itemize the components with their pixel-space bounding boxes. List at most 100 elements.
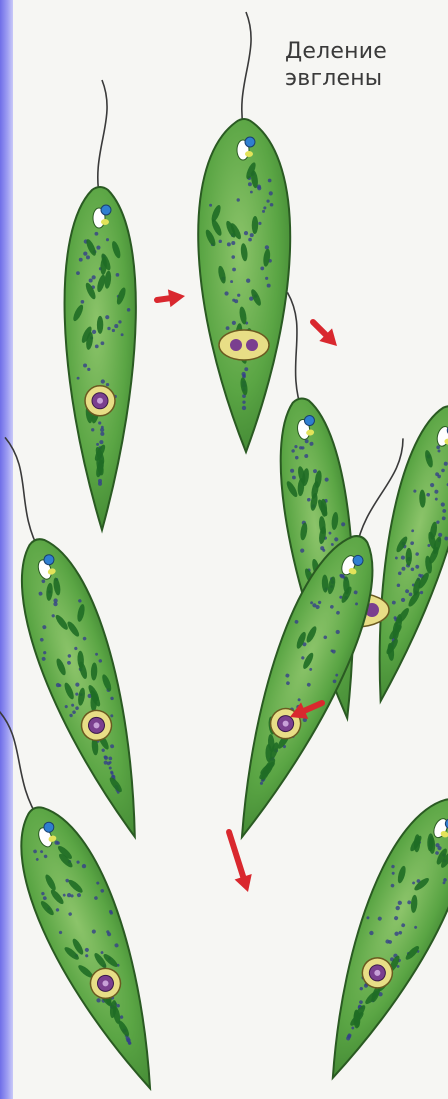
granule [106, 383, 109, 386]
stage-arrow [229, 832, 252, 892]
granule [118, 320, 121, 323]
granule [262, 210, 265, 213]
euglena-drawing-layer [0, 12, 448, 1099]
flagellum [242, 12, 251, 132]
nucleus-half [246, 339, 258, 351]
granule [260, 267, 264, 271]
granule [106, 238, 109, 241]
title-line-1: Деление [285, 38, 435, 65]
granule [265, 277, 268, 280]
granule [99, 440, 103, 444]
granule [268, 179, 272, 183]
cell-body [2, 529, 167, 849]
granule [232, 321, 236, 325]
granule [92, 275, 96, 279]
granule [112, 329, 115, 332]
granule [96, 246, 100, 250]
granule [231, 255, 235, 259]
euglena-cell [0, 427, 167, 848]
granule [267, 284, 271, 288]
granule [219, 240, 222, 243]
granule [258, 222, 261, 225]
euglena-cell [198, 12, 290, 452]
granule [209, 204, 212, 207]
granule [246, 279, 250, 283]
granule [107, 327, 110, 330]
flagellum [0, 706, 46, 821]
granule [269, 191, 273, 195]
eyespot [245, 137, 255, 147]
granule [87, 368, 90, 371]
eyespot [101, 205, 111, 215]
granule [127, 308, 131, 312]
euglena-cell [348, 295, 448, 708]
nucleus-half [230, 339, 242, 351]
granule [244, 367, 248, 371]
granule [237, 294, 240, 297]
granule [248, 238, 252, 242]
granule [101, 341, 105, 345]
euglena-cell [296, 687, 448, 1093]
euglena-cell [65, 80, 136, 530]
flagellum [98, 80, 107, 200]
flagellum [1, 436, 47, 553]
granule [86, 255, 90, 259]
stage-arrow [157, 289, 185, 307]
granule [92, 330, 96, 334]
granule [96, 443, 99, 446]
granule [265, 245, 269, 249]
nucleolus [97, 398, 103, 404]
stage-arrow [313, 322, 337, 346]
granule [248, 182, 252, 186]
granule [231, 241, 235, 245]
granule [263, 206, 266, 209]
granule [242, 406, 246, 410]
granule [232, 299, 235, 302]
granule [242, 400, 245, 403]
photoreceptor [245, 151, 253, 157]
granule [98, 421, 101, 424]
granule [76, 271, 80, 275]
granule [230, 280, 233, 283]
granule [101, 379, 105, 383]
granule [116, 273, 120, 277]
granule [237, 198, 240, 201]
dividing-nucleus-envelope [219, 330, 269, 360]
title-line-2: эвглены [285, 65, 435, 92]
granule [83, 364, 87, 368]
granule [83, 251, 87, 255]
granule [79, 258, 83, 262]
arrow-head [168, 289, 185, 307]
granule [91, 428, 94, 431]
cell-body [65, 187, 136, 530]
granule [241, 372, 245, 376]
granule [95, 344, 99, 348]
cell-body [0, 794, 184, 1099]
granule [266, 200, 269, 203]
granule [98, 479, 102, 483]
granule [227, 242, 231, 246]
granule [250, 233, 254, 237]
granule [100, 432, 104, 436]
arrow-shaft [229, 832, 245, 882]
granule [81, 300, 85, 304]
diagram-title: Деление эвглены [285, 38, 435, 92]
photoreceptor [101, 219, 109, 225]
granule [244, 231, 248, 235]
granule [95, 232, 99, 236]
granule [101, 426, 104, 429]
granule [114, 324, 118, 328]
flagellum [283, 292, 309, 412]
cell-body [296, 785, 448, 1093]
granule [270, 203, 274, 207]
granule [224, 291, 228, 295]
granule [250, 191, 253, 194]
granule [121, 333, 124, 336]
granule [89, 278, 93, 282]
granule [105, 315, 109, 319]
granule [77, 377, 80, 380]
granule [226, 326, 230, 330]
granule [232, 268, 236, 272]
